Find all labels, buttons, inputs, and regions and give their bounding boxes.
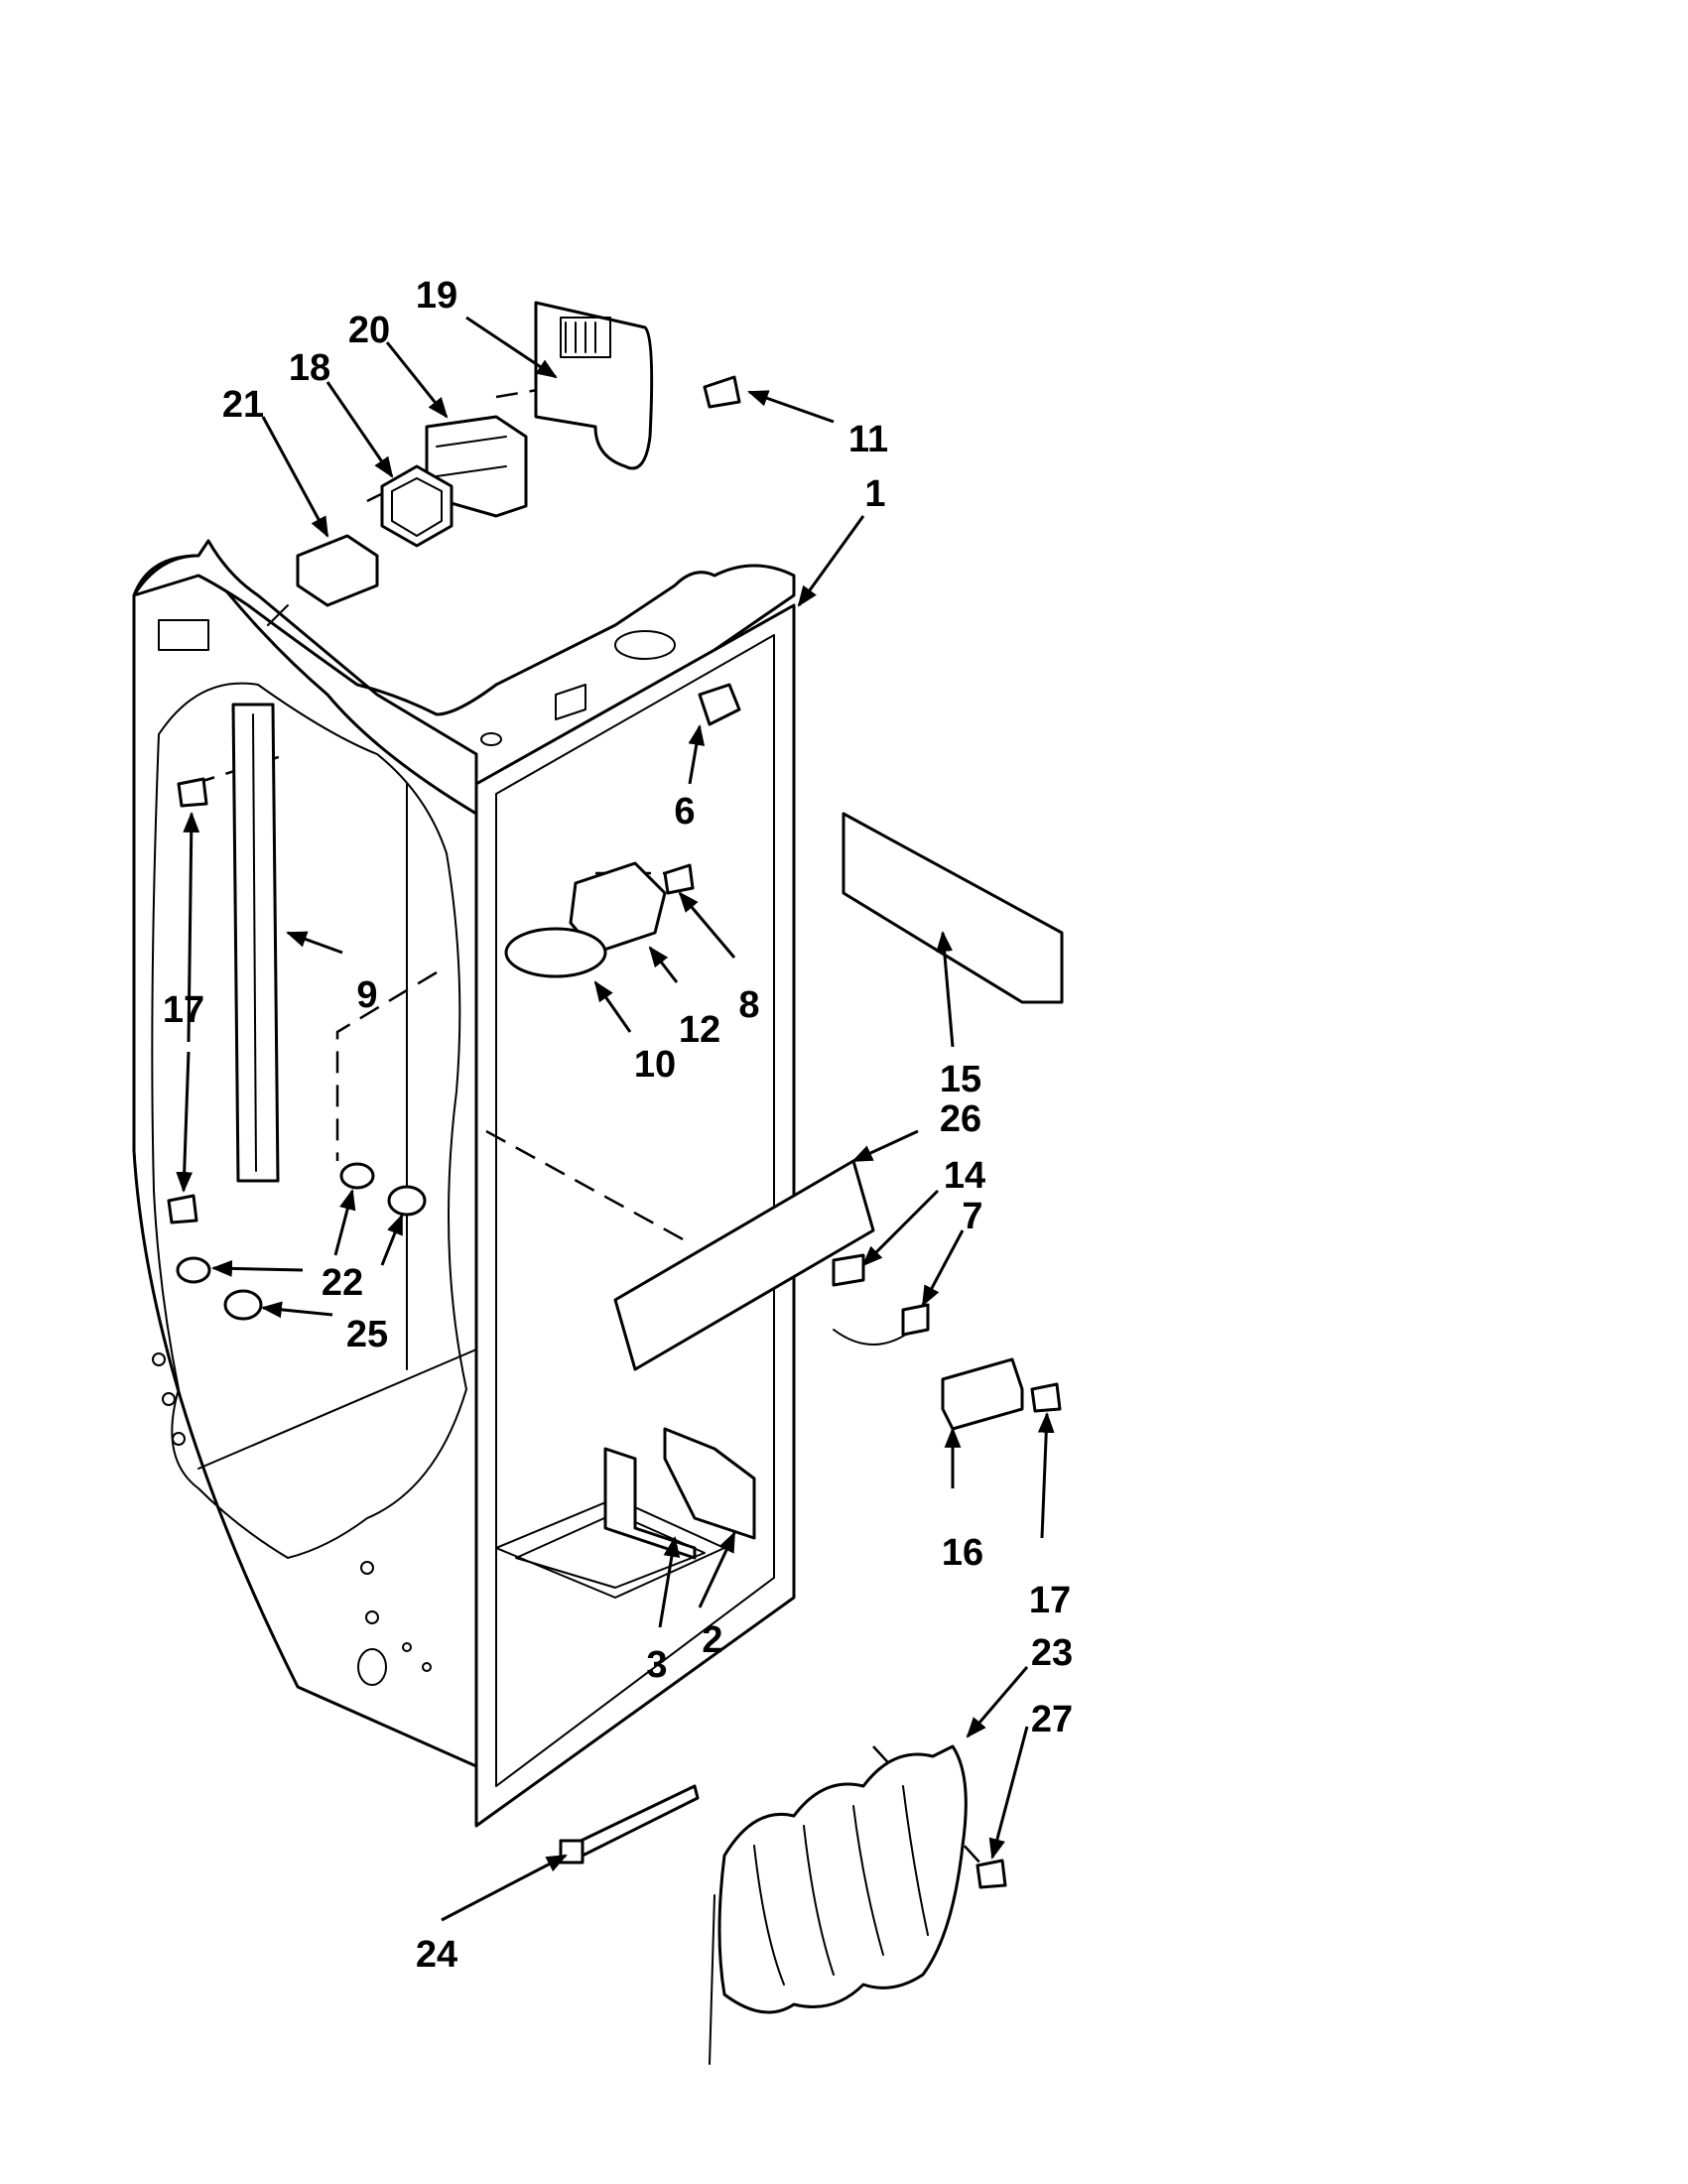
- part-25-bulbs: [223, 1185, 427, 1321]
- part-11-screw: [703, 375, 741, 409]
- callout-22: 22: [322, 1262, 363, 1304]
- part-26-channel: [613, 1159, 875, 1371]
- part-7-harness: [833, 1303, 930, 1346]
- part-9-shelf-rail: [231, 703, 280, 1183]
- part-3-bracket: [603, 1447, 697, 1560]
- part-21-switch: [267, 534, 379, 626]
- part-17-screw-right: [1030, 1382, 1062, 1413]
- part-27-screw: [975, 1859, 1007, 1889]
- leader-lines: [176, 316, 1055, 1922]
- callout-20: 20: [348, 310, 390, 351]
- part-2-bracket: [663, 1427, 756, 1540]
- part-22-sockets: [176, 1162, 375, 1284]
- callout-21: 21: [222, 384, 264, 426]
- part-23-heater: [709, 1744, 968, 2065]
- callout-labels: 19 20 18 21 11 1 6 9 17 8 12 10 15 26 14…: [163, 275, 1073, 1976]
- callout-16: 16: [942, 1532, 983, 1574]
- callout-12: 12: [679, 1009, 720, 1051]
- callout-9: 9: [356, 974, 377, 1016]
- part-10-vent-cover: [504, 927, 607, 978]
- callout-25: 25: [346, 1314, 388, 1355]
- part-15-channel: [842, 812, 1064, 1004]
- part-24-cable-tie: [559, 1784, 700, 1864]
- callout-18: 18: [289, 347, 330, 389]
- callout-14: 14: [944, 1155, 985, 1197]
- callout-17-left: 17: [163, 989, 204, 1031]
- callout-7: 7: [962, 1196, 982, 1237]
- callout-23: 23: [1031, 1632, 1073, 1674]
- callout-6: 6: [674, 791, 695, 833]
- callout-19: 19: [416, 275, 457, 317]
- callout-1: 1: [864, 473, 885, 515]
- callout-17-right: 17: [1029, 1580, 1071, 1621]
- part-12-grille: [569, 861, 667, 955]
- callout-2: 2: [702, 1619, 722, 1661]
- part-18-gasket: [380, 464, 454, 548]
- part-17-screws: [167, 777, 208, 1224]
- callout-15: 15: [940, 1059, 981, 1100]
- callout-24: 24: [416, 1934, 457, 1976]
- callout-26: 26: [940, 1098, 981, 1140]
- part-19-cover: [534, 301, 654, 470]
- part-16-control: [941, 1357, 1024, 1431]
- callout-27: 27: [1031, 1699, 1073, 1740]
- part-8-screw: [663, 863, 695, 895]
- part-6-clip: [698, 683, 741, 726]
- callout-11: 11: [848, 419, 888, 460]
- callout-10: 10: [634, 1044, 676, 1086]
- part-14-bracket: [832, 1253, 865, 1287]
- callout-8: 8: [738, 984, 759, 1026]
- callout-3: 3: [646, 1644, 667, 1686]
